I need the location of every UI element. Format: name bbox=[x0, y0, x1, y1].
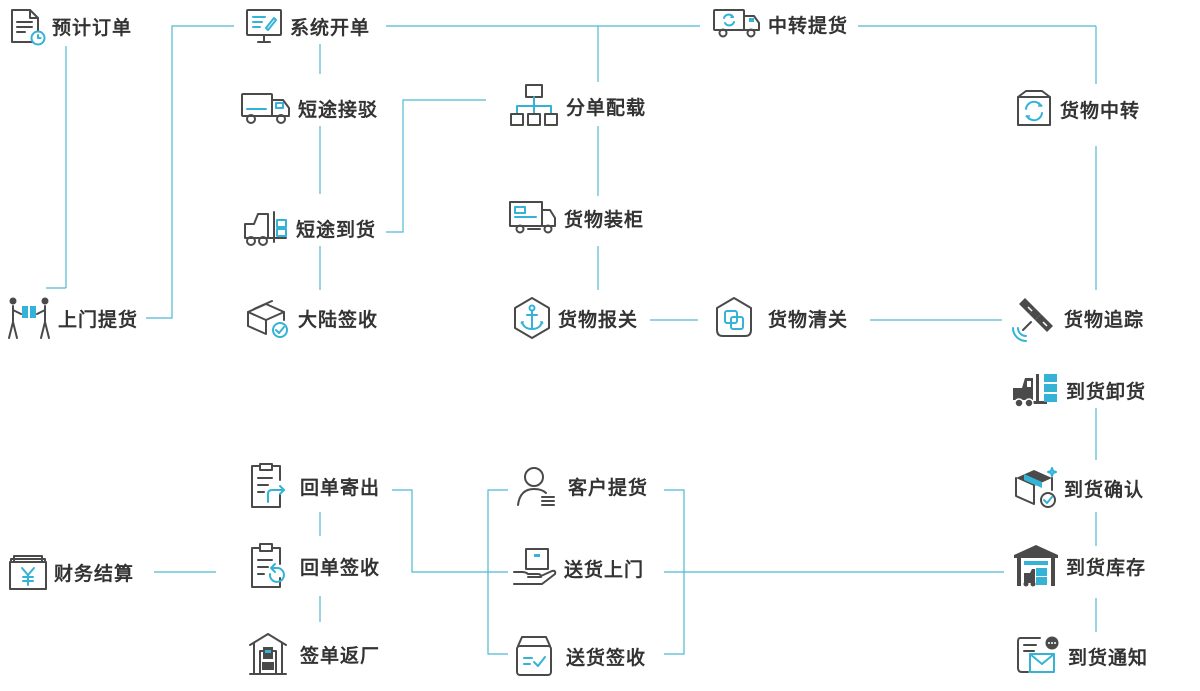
node-label: 货物装柜 bbox=[564, 208, 645, 231]
node-label: 回单寄出 bbox=[300, 476, 381, 499]
node-receipt-send: 回单寄出 bbox=[248, 463, 381, 508]
node-stock: 到货库存 bbox=[1012, 543, 1147, 589]
clipboard-send-icon bbox=[248, 462, 288, 510]
node-label: 客户提货 bbox=[568, 476, 649, 499]
node-label: 送货上门 bbox=[564, 558, 645, 581]
node-cargo-transfer: 货物中转 bbox=[1014, 89, 1140, 129]
handover-icon bbox=[6, 296, 52, 340]
node-label: 预计订单 bbox=[52, 16, 133, 39]
connector bbox=[146, 25, 234, 319]
node-return-factory: 签单返厂 bbox=[248, 631, 381, 677]
node-label: 货物追踪 bbox=[1064, 308, 1145, 331]
truck-icon bbox=[240, 88, 292, 128]
clipboard-return-icon bbox=[248, 542, 288, 590]
node-label: 分单配载 bbox=[566, 96, 647, 119]
connector bbox=[392, 489, 508, 573]
node-delivery: 送货上门 bbox=[512, 548, 644, 588]
monitor-edit-icon bbox=[244, 6, 284, 46]
node-customer-pickup: 客户提货 bbox=[516, 466, 648, 506]
warehouse-icon bbox=[1012, 543, 1060, 589]
node-label: 货物清关 bbox=[768, 308, 849, 331]
container-truck-icon bbox=[508, 198, 558, 238]
node-mainland-sign: 大陆签收 bbox=[244, 298, 378, 338]
node-label: 回单签收 bbox=[300, 556, 381, 579]
mail-notify-icon bbox=[1016, 634, 1062, 678]
node-receipt-sign: 回单签收 bbox=[248, 543, 381, 588]
node-customs-clear: 货物清关 bbox=[714, 296, 849, 340]
user-icon bbox=[516, 463, 556, 509]
node-label: 短途到货 bbox=[296, 218, 377, 241]
satellite-icon bbox=[1010, 294, 1058, 342]
node-customs-declare: 货物报关 bbox=[512, 296, 639, 340]
connector bbox=[386, 99, 486, 233]
node-label: 上门提货 bbox=[58, 308, 139, 331]
node-short-arrival: 短途到货 bbox=[242, 208, 376, 248]
document-clock-icon bbox=[6, 6, 46, 46]
box-check-icon bbox=[244, 296, 292, 340]
forklift-unload-icon bbox=[1010, 370, 1060, 410]
node-label: 货物中转 bbox=[1060, 99, 1141, 122]
node-split-load: 分单配载 bbox=[508, 84, 647, 126]
connector bbox=[487, 489, 508, 655]
node-delivery-sign: 送货签收 bbox=[514, 636, 646, 676]
forklift-icon bbox=[242, 208, 290, 248]
node-short-transfer: 短途接驳 bbox=[240, 88, 378, 128]
node-system-order: 系统开单 bbox=[244, 6, 370, 46]
finance-yuan-icon bbox=[8, 552, 48, 592]
node-label: 到货确认 bbox=[1064, 478, 1145, 501]
node-notify: 到货通知 bbox=[1016, 636, 1148, 676]
node-tracking: 货物追踪 bbox=[1010, 298, 1145, 342]
package-check-icon bbox=[1012, 466, 1058, 510]
node-label: 送货签收 bbox=[566, 646, 647, 669]
node-label: 大陆签收 bbox=[298, 308, 379, 331]
node-label: 到货通知 bbox=[1068, 646, 1149, 669]
node-label: 到货库存 bbox=[1066, 556, 1147, 579]
node-label: 签单返厂 bbox=[300, 644, 381, 667]
node-label: 财务结算 bbox=[54, 562, 135, 585]
node-preorder: 预计订单 bbox=[6, 6, 132, 46]
clearance-hex-icon bbox=[714, 296, 754, 340]
box-refresh-icon bbox=[1014, 89, 1054, 129]
node-confirm: 到货确认 bbox=[1012, 466, 1145, 510]
node-finance: 财务结算 bbox=[8, 552, 134, 592]
anchor-hex-icon bbox=[512, 296, 552, 340]
node-unload: 到货卸货 bbox=[1010, 370, 1146, 410]
node-label: 中转提货 bbox=[768, 14, 849, 37]
node-label: 系统开单 bbox=[290, 16, 371, 39]
node-cargo-container: 货物装柜 bbox=[508, 198, 644, 238]
hand-package-icon bbox=[512, 546, 558, 590]
node-label: 到货卸货 bbox=[1066, 380, 1147, 403]
node-door-pickup: 上门提货 bbox=[6, 296, 139, 340]
factory-icon bbox=[248, 631, 288, 677]
node-transfer-pickup: 中转提货 bbox=[712, 4, 848, 44]
node-label: 短途接驳 bbox=[298, 98, 379, 121]
hierarchy-icon bbox=[508, 82, 560, 130]
truck-refresh-icon bbox=[712, 4, 762, 44]
node-label: 货物报关 bbox=[558, 308, 639, 331]
box-sign-icon bbox=[514, 634, 554, 678]
